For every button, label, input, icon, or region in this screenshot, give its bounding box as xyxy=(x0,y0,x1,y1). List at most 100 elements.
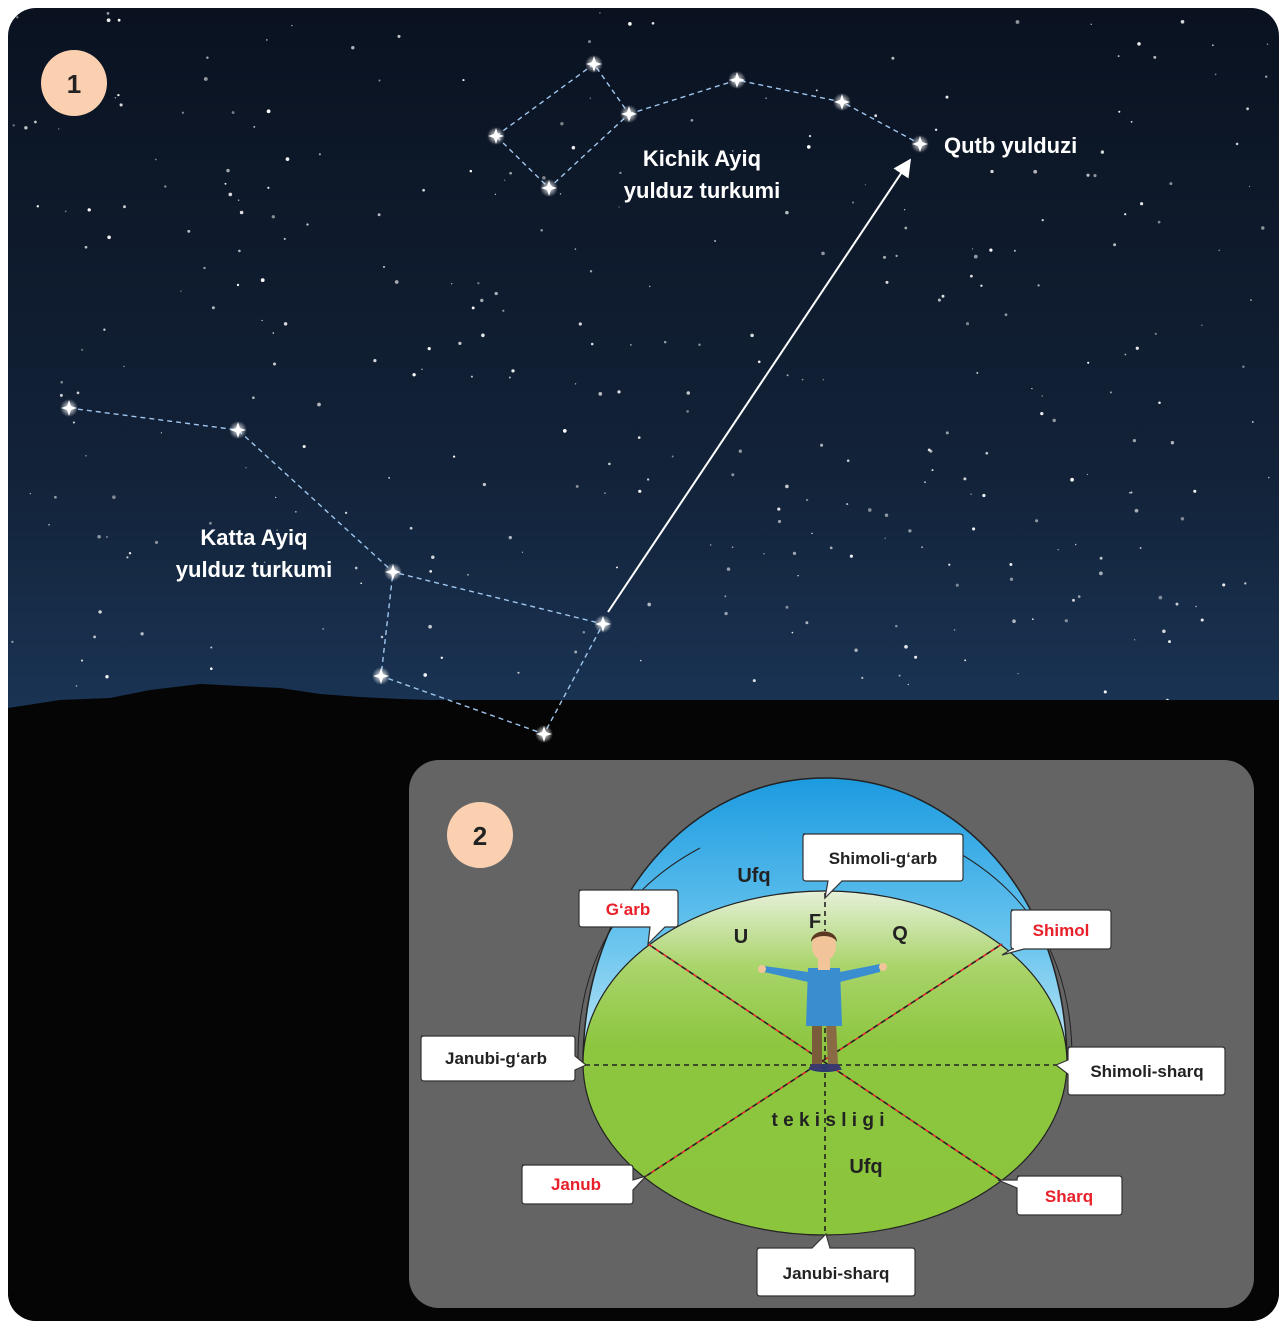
background-star xyxy=(785,484,789,489)
background-star xyxy=(811,532,813,535)
background-star xyxy=(599,12,601,14)
background-star xyxy=(1193,489,1197,493)
background-star xyxy=(646,478,650,481)
background-star xyxy=(123,205,126,209)
background-star xyxy=(976,371,979,374)
background-star xyxy=(117,18,121,22)
background-star xyxy=(1132,438,1137,443)
background-star xyxy=(874,114,878,118)
background-star xyxy=(885,280,889,284)
constellation-star xyxy=(536,726,552,742)
background-star xyxy=(1124,213,1127,216)
callout-shimoli-sharq: Shimoli-sharq xyxy=(1054,1046,1226,1096)
background-star xyxy=(891,56,895,60)
constellation-star xyxy=(488,128,504,144)
background-star xyxy=(574,650,578,654)
background-star xyxy=(164,185,167,188)
background-star xyxy=(76,391,80,395)
constellation-star xyxy=(621,106,637,122)
callout-garb: G‘arb xyxy=(578,889,679,946)
background-star xyxy=(1077,595,1081,598)
background-star xyxy=(1128,491,1131,494)
background-star xyxy=(945,431,949,435)
background-star xyxy=(1195,605,1197,608)
background-star xyxy=(180,290,182,292)
background-star xyxy=(1158,401,1161,404)
dome-label: Ufq xyxy=(737,865,770,887)
callout-shimoli-garb-text: Shimoli-g‘arb xyxy=(829,849,938,868)
background-star xyxy=(1130,491,1133,494)
background-star xyxy=(285,157,290,161)
background-star xyxy=(502,309,505,312)
big-dipper-label-line2: yulduz turkumi xyxy=(176,557,332,582)
background-star xyxy=(126,556,129,559)
background-star xyxy=(604,492,606,494)
background-star xyxy=(266,109,271,114)
big-dipper-label-line1: Katta Ayiq xyxy=(200,525,307,550)
background-star xyxy=(914,655,918,659)
background-star xyxy=(318,153,321,156)
little-dipper-label-line1: Kichik Ayiq xyxy=(643,146,761,171)
background-star xyxy=(647,602,652,607)
background-star xyxy=(187,229,191,233)
background-star xyxy=(898,674,901,677)
background-star xyxy=(619,171,622,175)
background-star xyxy=(1099,556,1103,560)
background-star xyxy=(388,477,390,479)
background-star xyxy=(1035,519,1039,523)
background-star xyxy=(953,629,956,631)
background-star xyxy=(1246,107,1249,111)
background-star xyxy=(660,153,663,156)
background-star xyxy=(1009,577,1014,581)
background-star xyxy=(431,555,435,559)
background-star xyxy=(377,213,381,217)
panel-1-number: 1 xyxy=(67,69,81,99)
background-star xyxy=(1170,441,1175,445)
background-star xyxy=(211,306,215,310)
background-star xyxy=(724,611,728,616)
background-star xyxy=(1093,174,1097,178)
background-star xyxy=(908,529,912,533)
background-star xyxy=(738,449,742,453)
background-star xyxy=(263,561,266,564)
background-star xyxy=(224,182,227,185)
background-star xyxy=(1158,595,1163,600)
background-star xyxy=(239,210,244,215)
constellation-star xyxy=(385,564,401,580)
background-star xyxy=(48,523,50,526)
background-star xyxy=(1180,19,1185,24)
background-star xyxy=(462,79,465,82)
background-star xyxy=(726,567,731,571)
background-star xyxy=(423,673,428,677)
background-star xyxy=(117,93,120,97)
background-star xyxy=(1057,548,1059,551)
background-star xyxy=(973,254,978,259)
background-star xyxy=(931,469,934,472)
background-star xyxy=(521,551,524,553)
background-star xyxy=(754,162,759,167)
background-star xyxy=(458,341,462,346)
background-star xyxy=(397,34,401,38)
background-star xyxy=(1004,313,1008,317)
background-star xyxy=(87,208,91,212)
plane-word: t e k i s l i g i xyxy=(772,1110,885,1131)
background-star xyxy=(963,477,967,481)
background-star xyxy=(948,563,951,566)
background-star xyxy=(1201,324,1203,326)
callout-shimol: Shimol xyxy=(1001,909,1112,956)
callout-shimol-text: Shimol xyxy=(1033,921,1090,940)
background-star xyxy=(294,510,297,513)
constellation-stars xyxy=(60,55,929,743)
background-star xyxy=(509,171,512,175)
constellation-star xyxy=(912,136,928,152)
background-star xyxy=(710,544,712,546)
background-star xyxy=(58,128,60,130)
background-star xyxy=(731,473,735,477)
background-star xyxy=(638,489,642,493)
person-figure xyxy=(758,931,887,1072)
background-star xyxy=(382,265,386,268)
background-star xyxy=(969,274,973,278)
background-star xyxy=(203,77,208,81)
background-star xyxy=(1031,387,1033,390)
background-star xyxy=(1087,361,1090,364)
